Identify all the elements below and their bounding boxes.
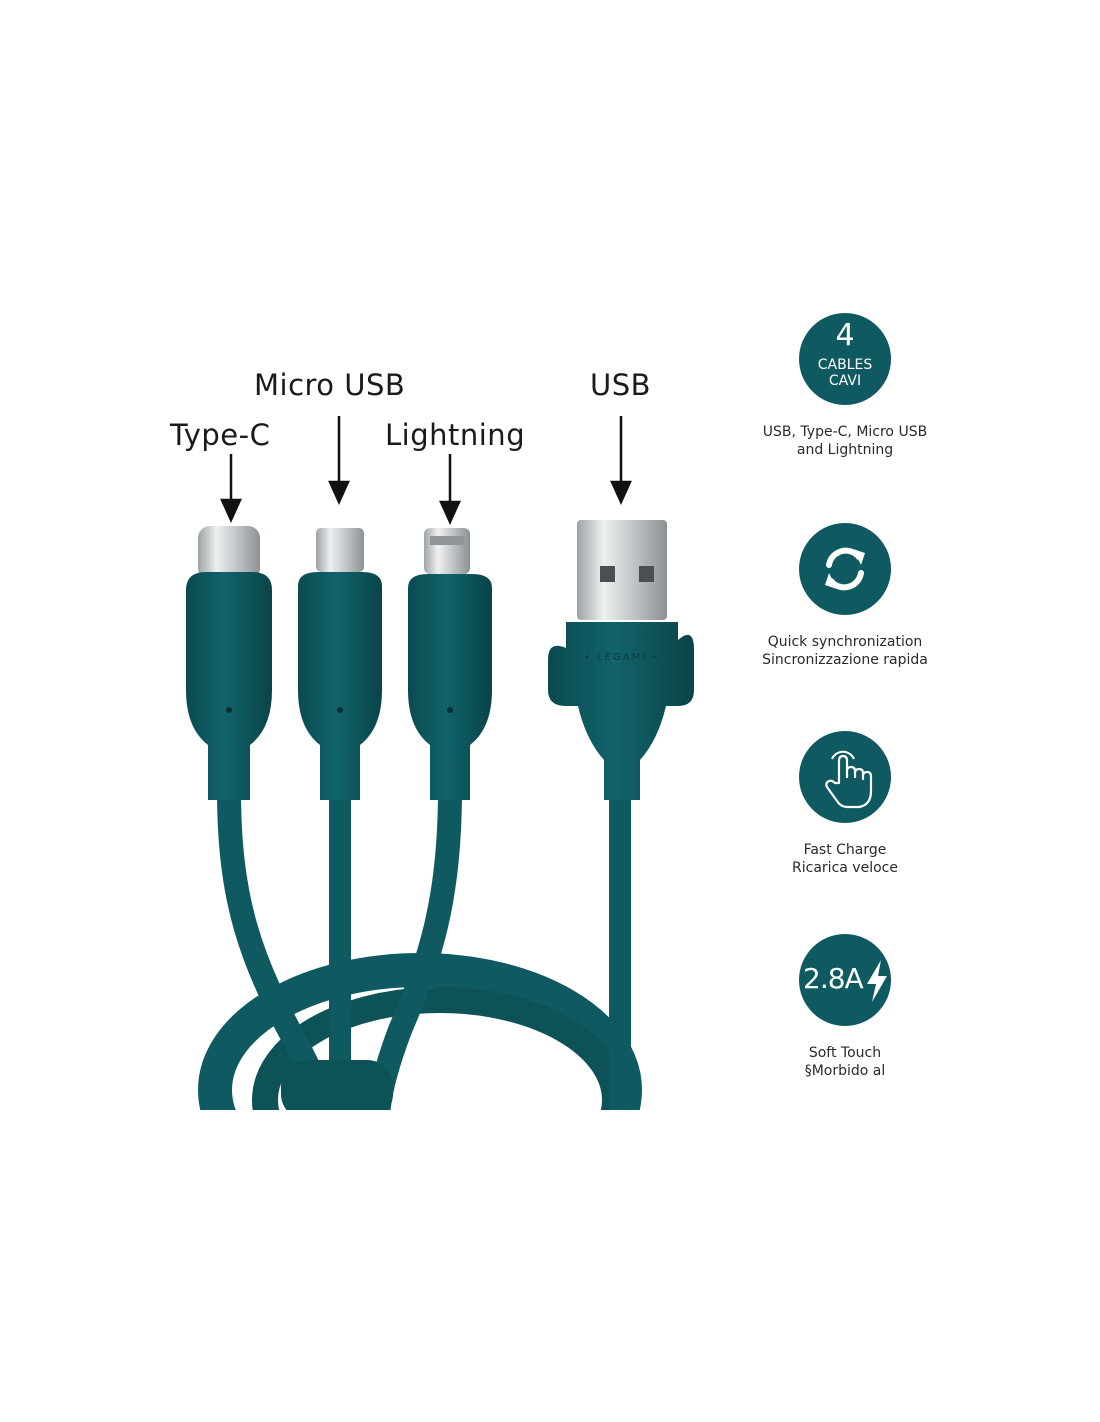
type-c-metal-tip xyxy=(198,526,260,580)
label-lightning: Lightning xyxy=(385,418,526,452)
touch-badge xyxy=(799,731,891,823)
sync-icon xyxy=(825,547,865,591)
arrow-micro-usb xyxy=(328,416,350,506)
label-usb: USB xyxy=(590,368,652,402)
feature-fast-charge: Fast Charge Ricarica veloce xyxy=(745,731,945,877)
badge-line-2: CAVI xyxy=(828,373,862,389)
badge-number: 4 xyxy=(835,318,855,353)
usb-a-metal-tip xyxy=(577,520,667,620)
feature-amperage: 2.8A Soft Touch §Morbido al xyxy=(745,934,945,1080)
caption-line-2: Sincronizzazione rapida xyxy=(762,652,928,668)
type-c-head xyxy=(186,572,272,800)
caption-line-1: Quick synchronization xyxy=(767,634,923,650)
caption-line-1: USB, Type-C, Micro USB xyxy=(762,424,928,440)
brand-logo: • LEGAMI • xyxy=(584,652,660,663)
label-micro-usb: Micro USB xyxy=(254,368,406,402)
caption-line-1: Soft Touch xyxy=(808,1045,882,1061)
feature-caption: Soft Touch §Morbido al xyxy=(745,1044,945,1080)
micro-usb-metal-tip xyxy=(316,528,364,572)
usb-a-head xyxy=(548,622,694,800)
arrow-lightning xyxy=(439,454,461,526)
count-badge: 4 CABLES CAVI xyxy=(799,313,891,405)
arrow-type-c xyxy=(220,454,242,524)
feature-sync: Quick synchronization Sincronizzazione r… xyxy=(745,523,945,669)
lightning-metal-tip xyxy=(424,528,470,574)
feature-caption: USB, Type-C, Micro USB and Lightning xyxy=(745,423,945,459)
amperage-badge: 2.8A xyxy=(799,934,891,1026)
sync-badge xyxy=(799,523,891,615)
caption-line-2: §Morbido al xyxy=(804,1063,886,1079)
caption-line-1: Fast Charge xyxy=(803,842,887,858)
label-type-c: Type-C xyxy=(170,418,271,452)
touch-hand-icon xyxy=(825,750,873,809)
amperage-text: 2.8A xyxy=(803,962,864,995)
badge-line-1: CABLES xyxy=(817,357,873,373)
cable-clip xyxy=(281,1060,393,1110)
feature-four-cables: 4 CABLES CAVI USB, Type-C, Micro USB and… xyxy=(745,313,945,459)
arrow-usb xyxy=(610,416,632,506)
micro-usb-head xyxy=(298,572,382,800)
lightning-bolt-icon xyxy=(867,960,887,1002)
caption-line-2: and Lightning xyxy=(796,442,894,458)
caption-line-2: Ricarica veloce xyxy=(792,860,898,876)
feature-caption: Fast Charge Ricarica veloce xyxy=(745,841,945,877)
lightning-head xyxy=(408,574,492,800)
feature-caption: Quick synchronization Sincronizzazione r… xyxy=(745,633,945,669)
